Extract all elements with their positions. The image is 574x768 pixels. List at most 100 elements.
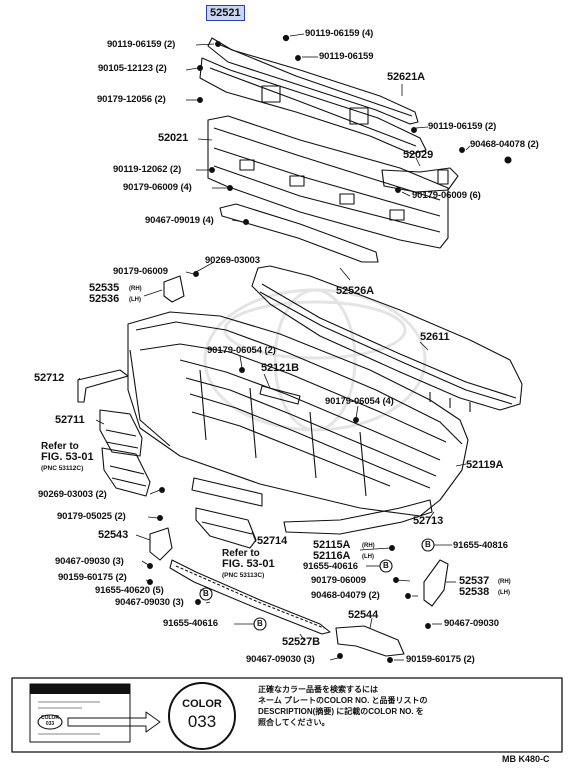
label-52535[interactable]: 52535 — [89, 282, 120, 294]
label-52537-rh: (RH) — [498, 579, 511, 585]
label-90119-06159[interactable]: 90119-06159 — [319, 51, 374, 62]
part-52121b-bracket — [259, 385, 301, 405]
label-90119-06159-2b[interactable]: 90119-06159 (2) — [428, 121, 497, 132]
label-90179-06009-4[interactable]: 90179-06009 (4) — [123, 182, 192, 193]
label-90159-60175-a[interactable]: 90159-60175 (2) — [58, 572, 127, 583]
label-90119-06159-2a[interactable]: 90119-06159 (2) — [107, 39, 176, 50]
label-90105-12123[interactable]: 90105-12123 (2) — [98, 63, 167, 74]
part-52711-insert — [99, 409, 143, 457]
label-52535-rh: (RH) — [129, 286, 142, 292]
bolt-b-label-1: B — [203, 589, 209, 598]
label-90119-12062[interactable]: 90119-12062 (2) — [113, 164, 182, 175]
fastener-marks — [147, 34, 512, 663]
bolt-b-label-3: B — [383, 561, 389, 570]
color-word: COLOR — [182, 698, 222, 710]
part-52537-bracket — [423, 559, 449, 607]
label-90179-06009[interactable]: 90179-06009 — [113, 266, 168, 277]
highlighted-part-52521[interactable]: 52521 — [206, 5, 245, 21]
toyota-watermark — [203, 288, 427, 432]
label-90269-03003[interactable]: 90269-03003 — [205, 255, 260, 266]
label-90467-09030-3b[interactable]: 90467-09030 (3) — [115, 597, 184, 608]
bolt-b-label-4: B — [425, 540, 431, 549]
label-52527b[interactable]: 52527B — [282, 636, 320, 648]
part-52543-bracket — [149, 527, 173, 561]
label-52116a[interactable]: 52116A — [313, 550, 351, 562]
refer-to-text: Refer to — [41, 441, 79, 452]
fig-number: FIG. 53-01 — [222, 558, 275, 570]
part-52526a-strip — [219, 203, 379, 263]
part-52119a-cover — [127, 311, 469, 517]
label-52121b[interactable]: 52121B — [261, 362, 299, 374]
refer-to-text: Refer to — [222, 548, 260, 559]
label-52116a-lh: (LH) — [362, 554, 374, 560]
leader-lines — [77, 33, 471, 661]
label-91655-40620[interactable]: 91655-40620 (5) — [95, 585, 164, 596]
label-52711[interactable]: 52711 — [55, 414, 85, 426]
label-52712[interactable]: 52712 — [34, 372, 65, 384]
label-52021[interactable]: 52021 — [158, 132, 189, 144]
label-52115a-rh: (RH) — [362, 543, 375, 549]
nameplate-tag: COLOR 033 — [38, 715, 62, 727]
part-52029-bracket — [381, 167, 459, 193]
color-code: 033 — [187, 712, 217, 731]
label-52714[interactable]: 52714 — [257, 535, 288, 547]
label-52621a[interactable]: 52621A — [387, 71, 425, 83]
color-badge: COLOR 033 — [168, 682, 236, 750]
diagram-code: MB K480-C — [502, 754, 550, 764]
bolt-b-label-2: B — [257, 619, 263, 628]
label-52538[interactable]: 52538 — [459, 586, 490, 598]
part-52021-reinforcement — [207, 115, 449, 249]
fig-number: FIG. 53-01 — [41, 451, 94, 463]
label-90468-04078[interactable]: 90468-04078 (2) — [470, 139, 539, 150]
part-52712-trim — [77, 369, 129, 403]
label-52115a[interactable]: 52115A — [313, 539, 351, 551]
label-90159-60175-b[interactable]: 90159-60175 (2) — [406, 654, 475, 665]
label-52538-lh: (LH) — [498, 590, 510, 596]
pnc-number: (PNC 53112C) — [41, 465, 84, 472]
label-90179-06054-2[interactable]: 90179-06054 (2) — [207, 345, 276, 356]
part-52544-bracket — [335, 625, 405, 657]
part-52621a-reinforcement — [199, 57, 427, 155]
label-90467-09030[interactable]: 90467-09030 — [444, 618, 499, 629]
label-52536-lh: (LH) — [129, 297, 141, 303]
label-90467-09019[interactable]: 90467-09019 (4) — [145, 215, 214, 226]
part-lower-insert — [101, 447, 151, 497]
refer-fig-53-01-b[interactable]: Refer to FIG. 53-01 (PNC 53113C) — [222, 548, 275, 581]
part-52527b-absorber — [169, 559, 331, 635]
label-91655-40816[interactable]: 91655-40816 — [453, 540, 508, 551]
label-90269-03003-2[interactable]: 90269-03003 (2) — [38, 489, 107, 500]
label-52526a[interactable]: 52526A — [336, 285, 374, 297]
label-90119-06159-4[interactable]: 90119-06159 (4) — [305, 28, 374, 39]
tag-color-word: COLOR — [40, 715, 60, 721]
legend-box — [11, 677, 563, 753]
label-90467-09030-3c[interactable]: 90467-09030 (3) — [246, 654, 315, 665]
label-91655-40616-b[interactable]: 91655-40616 — [163, 618, 218, 629]
label-52119a[interactable]: 52119A — [466, 459, 504, 471]
label-52611[interactable]: 52611 — [420, 331, 450, 343]
part-52521-strip — [207, 37, 419, 125]
tag-color-code: 033 — [45, 721, 55, 727]
label-90468-04079[interactable]: 90468-04079 (2) — [311, 590, 380, 601]
part-52611-cover — [251, 265, 523, 412]
label-90179-12056[interactable]: 90179-12056 (2) — [97, 94, 166, 105]
part-52713-trim — [283, 499, 433, 535]
part-52714-trim — [191, 477, 263, 549]
label-52029[interactable]: 52029 — [403, 149, 434, 161]
label-52544[interactable]: 52544 — [348, 609, 379, 621]
refer-fig-53-01-a[interactable]: Refer to FIG. 53-01 (PNC 53112C) — [41, 441, 94, 474]
label-90179-05025[interactable]: 90179-05025 (2) — [57, 511, 126, 522]
label-90179-06054-4[interactable]: 90179-06054 (4) — [325, 396, 394, 407]
label-52537[interactable]: 52537 — [459, 575, 490, 587]
label-52536[interactable]: 52536 — [89, 293, 120, 305]
label-90179-06009-6[interactable]: 90179-06009 (6) — [412, 190, 481, 201]
label-52543[interactable]: 52543 — [98, 529, 129, 541]
label-90467-09030-3a[interactable]: 90467-09030 (3) — [55, 556, 124, 567]
part-52535-retainer — [163, 275, 185, 303]
label-52713[interactable]: 52713 — [413, 515, 444, 527]
pnc-number: (PNC 53113C) — [222, 572, 265, 579]
label-91655-40616-a[interactable]: 91655-40616 — [303, 561, 358, 572]
color-note: 正確なカラー品番を検索するには ネーム プレートのCOLOR NO. と品番リス… — [258, 685, 428, 727]
label-90179-06009-b[interactable]: 90179-06009 — [311, 575, 366, 586]
